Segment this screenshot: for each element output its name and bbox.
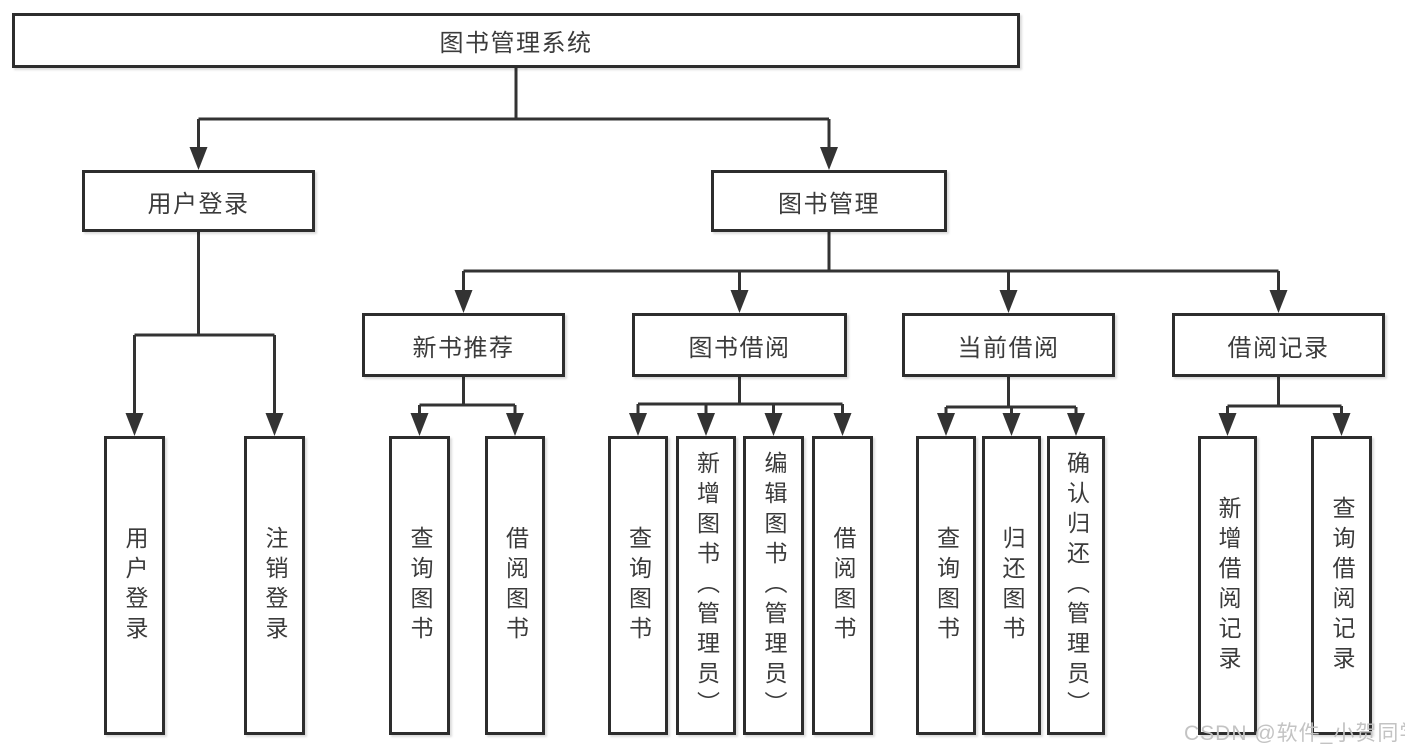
node-label: 图书管理系统 xyxy=(439,30,593,57)
node-label: 归还图书 xyxy=(999,525,1025,646)
csdn-watermark: CSDN @软件_小贺同学 xyxy=(1184,722,1405,745)
node-label: 查询图书 xyxy=(407,525,433,646)
connector-bookmgmt-to-level3 xyxy=(462,232,1280,291)
arrowheads xyxy=(125,147,1351,436)
node-new-book-recommend: 新书推荐 xyxy=(362,313,565,377)
connector-userlogin-to-children xyxy=(133,232,276,414)
leaf-borrow-books-recommend: 借阅图书 xyxy=(485,436,545,735)
leaf-add-books-admin: 新增图书（管理员） xyxy=(676,436,736,735)
arrow-icon xyxy=(1002,413,1021,436)
node-label: 新书推荐 xyxy=(412,334,515,362)
node-label: 编辑图书（管理员） xyxy=(761,450,787,721)
leaf-edit-books-admin: 编辑图书（管理员） xyxy=(743,436,804,735)
node-label: 图书管理 xyxy=(778,190,880,218)
arrow-icon xyxy=(764,413,783,436)
arrow-icon xyxy=(454,290,473,313)
connector-current-to-children xyxy=(944,377,1078,414)
node-book-management: 图书管理 xyxy=(711,170,947,232)
connector-records-to-children xyxy=(1226,377,1343,414)
arrow-icon xyxy=(506,413,524,436)
leaf-borrow-books: 借阅图书 xyxy=(812,436,873,735)
leaf-user-login: 用户登录 xyxy=(104,436,165,735)
arrow-icon xyxy=(1332,413,1351,436)
arrow-icon xyxy=(629,413,647,436)
leaf-confirm-return-admin: 确认归还（管理员） xyxy=(1047,436,1105,735)
node-book-borrowing: 图书借阅 xyxy=(632,313,847,377)
node-label: 图书借阅 xyxy=(688,334,791,362)
leaf-query-books-borrowing: 查询图书 xyxy=(608,436,668,735)
connector-borrowing-to-children xyxy=(636,377,844,414)
leaf-query-books-recommend: 查询图书 xyxy=(389,436,450,735)
node-label: 借阅记录 xyxy=(1227,334,1330,362)
node-current-borrowing: 当前借阅 xyxy=(902,313,1115,377)
arrow-icon xyxy=(820,147,838,170)
node-label: 确认归还（管理员） xyxy=(1063,450,1090,721)
leaf-logout: 注销登录 xyxy=(244,436,305,735)
node-user-login: 用户登录 xyxy=(82,170,315,232)
node-label: 借阅图书 xyxy=(502,525,529,646)
node-label: 查询图书 xyxy=(625,525,652,646)
leaf-return-books: 归还图书 xyxy=(982,436,1041,735)
leaf-query-borrow-record: 查询借阅记录 xyxy=(1311,436,1372,735)
arrow-icon xyxy=(697,413,715,436)
node-label: 当前借阅 xyxy=(957,334,1060,362)
node-label: 新增借阅记录 xyxy=(1215,495,1241,676)
node-label: 查询图书 xyxy=(933,525,960,646)
node-label: 借阅图书 xyxy=(830,525,856,646)
arrow-icon xyxy=(730,290,749,313)
arrow-icon xyxy=(189,147,208,170)
node-label: 查询借阅记录 xyxy=(1329,495,1355,676)
node-label: 新增图书（管理员） xyxy=(693,450,720,721)
node-root-library-management-system: 图书管理系统 xyxy=(12,13,1020,68)
connector-root-to-level2 xyxy=(197,68,831,150)
arrow-icon xyxy=(999,290,1018,313)
arrow-icon xyxy=(125,413,144,436)
node-borrow-records: 借阅记录 xyxy=(1172,313,1385,377)
arrow-icon xyxy=(833,413,852,436)
node-label: 用户登录 xyxy=(147,190,250,218)
connector-newbooks-to-children xyxy=(418,377,517,414)
leaf-query-books-current: 查询图书 xyxy=(916,436,976,735)
arrow-icon xyxy=(265,413,284,436)
arrow-icon xyxy=(1218,413,1237,436)
arrow-icon xyxy=(1269,290,1288,313)
leaf-add-borrow-record: 新增借阅记录 xyxy=(1198,436,1257,735)
node-label: 用户登录 xyxy=(122,525,148,646)
arrow-icon xyxy=(1067,413,1085,436)
arrow-icon xyxy=(410,413,429,436)
node-label: 注销登录 xyxy=(262,525,288,646)
arrow-icon xyxy=(937,413,955,436)
